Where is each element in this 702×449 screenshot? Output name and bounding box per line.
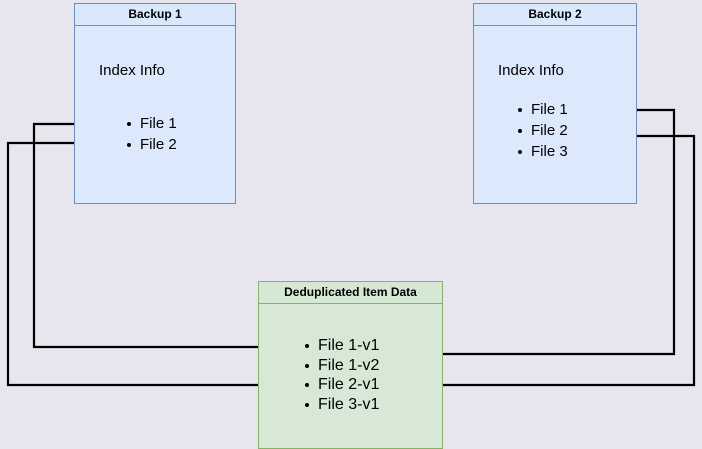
node-backup-2-body: Index Info File 1 File 2 File 3 xyxy=(474,26,636,203)
node-backup-2[interactable]: Backup 2 Index Info File 1 File 2 File 3 xyxy=(473,3,637,204)
list-item: File 1-v2 xyxy=(305,356,379,376)
node-backup-1[interactable]: Backup 1 Index Info File 1 File 2 xyxy=(74,3,236,204)
backup-1-index-info-label: Index Info xyxy=(99,62,165,79)
node-deduplicated-item-data[interactable]: Deduplicated Item Data File 1-v1 File 1-… xyxy=(258,281,443,449)
list-item: File 3-v1 xyxy=(305,395,379,415)
backup-2-index-info-label: Index Info xyxy=(498,62,564,79)
node-deduplicated-item-data-title: Deduplicated Item Data xyxy=(259,282,442,304)
deduplicated-file-list: File 1-v1 File 1-v2 File 2-v1 File 3-v1 xyxy=(305,336,379,414)
list-item: File 3 xyxy=(518,141,568,162)
list-item: File 1-v1 xyxy=(305,336,379,356)
node-deduplicated-item-data-body: File 1-v1 File 1-v2 File 2-v1 File 3-v1 xyxy=(259,304,442,448)
backup-2-file-list: File 1 File 2 File 3 xyxy=(518,99,568,162)
connector-backup1-file2 xyxy=(6,141,300,389)
backup-1-file-list: File 1 File 2 xyxy=(127,113,177,155)
connector-backup2-file2 xyxy=(393,134,696,389)
list-item: File 1 xyxy=(127,113,177,134)
list-item: File 2 xyxy=(518,120,568,141)
list-item: File 2-v1 xyxy=(305,375,379,395)
node-backup-1-title: Backup 1 xyxy=(75,4,235,26)
list-item: File 2 xyxy=(127,134,177,155)
node-backup-1-body: Index Info File 1 File 2 xyxy=(75,26,235,203)
node-backup-2-title: Backup 2 xyxy=(474,4,636,26)
list-item: File 1 xyxy=(518,99,568,120)
